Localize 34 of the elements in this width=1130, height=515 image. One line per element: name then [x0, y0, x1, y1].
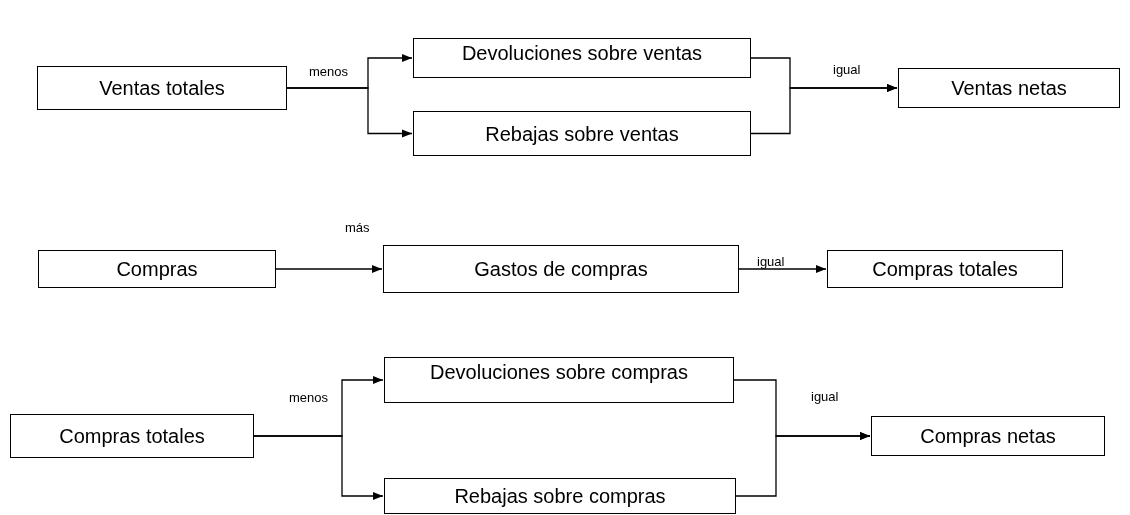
connector-arrow — [735, 432, 871, 497]
operator-label: igual — [833, 62, 861, 77]
account-box — [383, 245, 739, 293]
connector-arrow — [253, 435, 384, 500]
account-box — [413, 38, 751, 78]
account-box — [827, 250, 1063, 288]
account-box — [898, 68, 1120, 108]
operator-label: menos — [289, 390, 329, 405]
box-label: Devoluciones sobre ventas — [461, 41, 703, 65]
box-label: Ventas totales — [99, 76, 225, 100]
box-label: Ventas netas — [951, 76, 1067, 100]
operator-label: igual — [757, 254, 785, 269]
account-box — [871, 416, 1105, 456]
box-label: Compras — [116, 257, 198, 281]
box-label: Devoluciones sobre compras — [430, 360, 688, 384]
account-box — [37, 66, 287, 110]
box-label: Gastos de compras — [474, 257, 648, 281]
account-box — [384, 357, 734, 403]
connector-arrow — [750, 84, 898, 135]
operator-label: menos — [309, 64, 349, 79]
box-label: Compras totales — [872, 257, 1018, 281]
account-box — [413, 111, 751, 156]
account-box — [38, 250, 276, 288]
account-box — [10, 414, 254, 458]
box-label: Compras netas — [920, 424, 1056, 448]
box-label: Compras totales — [59, 424, 205, 448]
account-box — [384, 478, 736, 514]
connector-arrow — [738, 265, 827, 273]
box-label: Rebajas sobre ventas — [485, 121, 679, 146]
box-label: Rebajas sobre compras — [454, 484, 666, 508]
operator-label: igual — [811, 389, 839, 404]
connector-arrow — [286, 87, 413, 138]
connector-arrow — [275, 265, 383, 273]
operator-label: más — [345, 220, 370, 235]
